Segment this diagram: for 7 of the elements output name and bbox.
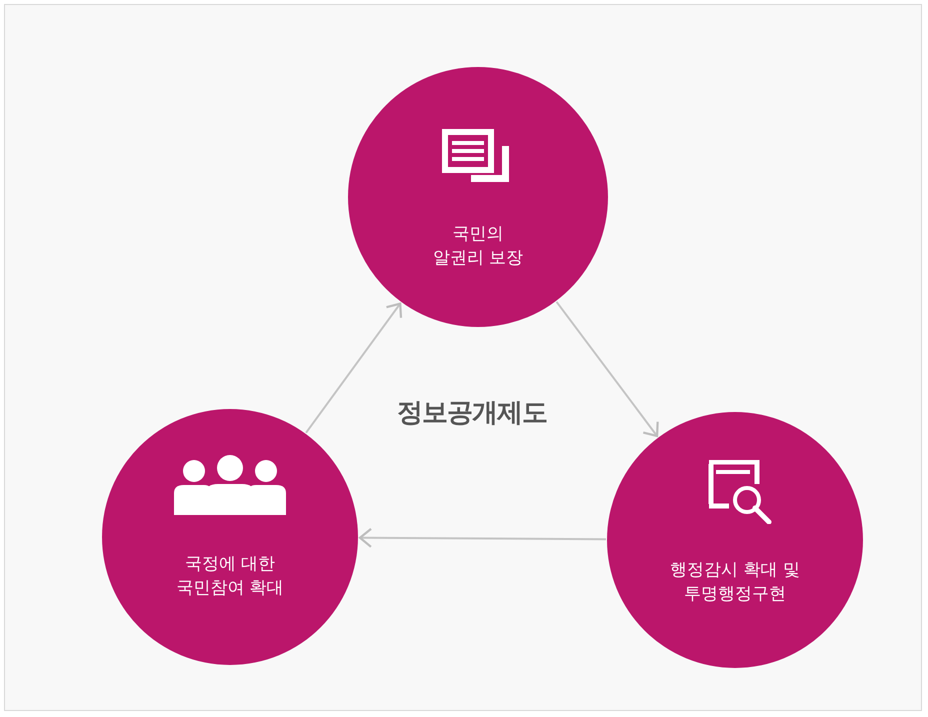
arrow bbox=[556, 301, 659, 438]
center-title: 정보공개제도 bbox=[397, 397, 547, 430]
circle-label: 행정감시 확대 및 투명행정구현 bbox=[669, 559, 801, 606]
circle-label: 국민의 알권리 보장 bbox=[432, 223, 524, 270]
arrow bbox=[305, 302, 402, 434]
circle-label: 국정에 대한 국민참여 확대 bbox=[175, 553, 285, 600]
arrow bbox=[358, 528, 606, 548]
